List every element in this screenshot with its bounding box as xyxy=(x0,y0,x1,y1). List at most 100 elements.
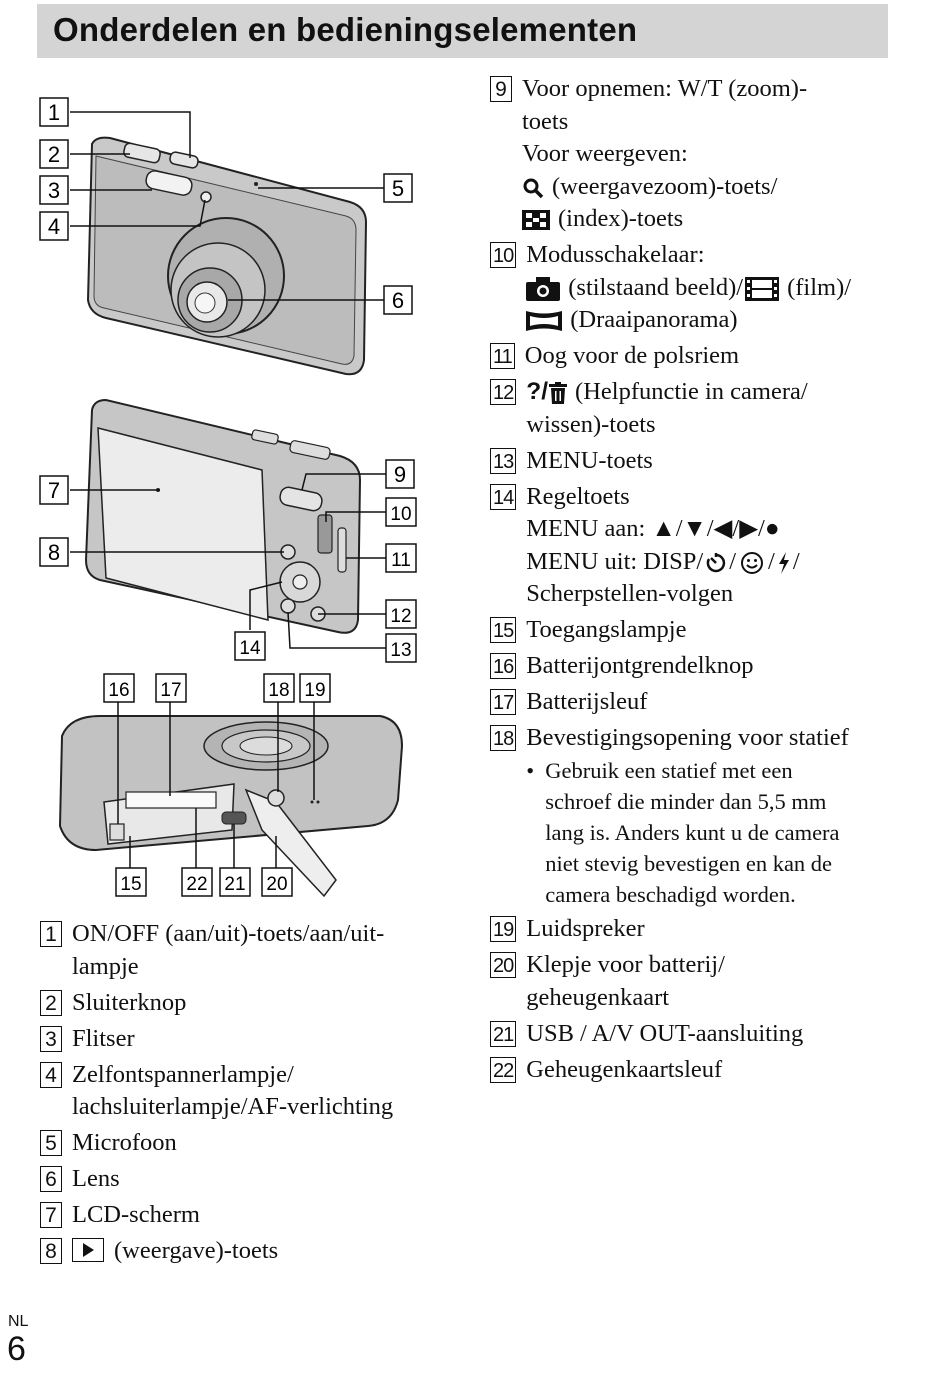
item-number: 11 xyxy=(490,343,515,369)
callout-12: 12 xyxy=(385,599,417,629)
svg-text:14: 14 xyxy=(239,638,261,659)
callout-9: 9 xyxy=(385,459,415,489)
item-number: 5 xyxy=(40,1130,62,1156)
callout-5: 5 xyxy=(383,173,413,203)
list-item-15: 15 Toegangslampje xyxy=(490,614,910,647)
camera-back-view xyxy=(84,398,362,634)
svg-text:22: 22 xyxy=(186,874,207,895)
svg-text:1: 1 xyxy=(48,100,60,125)
svg-text:17: 17 xyxy=(160,680,181,701)
callout-7: 7 xyxy=(39,475,69,505)
svg-text:2: 2 xyxy=(48,142,60,167)
callout-6: 6 xyxy=(383,285,413,315)
self-timer-icon xyxy=(706,552,726,573)
item-number: 9 xyxy=(490,76,512,102)
svg-text:18: 18 xyxy=(268,680,289,701)
camera-front-view xyxy=(86,136,368,376)
list-item-18: 18 Bevestigingsopening voor statief Gebr… xyxy=(490,722,910,910)
callout-19: 19 xyxy=(299,673,331,703)
svg-text:4: 4 xyxy=(48,214,60,239)
item-number: 3 xyxy=(40,1025,62,1052)
item-number: 18 xyxy=(490,725,517,751)
film-icon xyxy=(745,276,780,301)
svg-text:10: 10 xyxy=(390,504,411,525)
callout-11: 11 xyxy=(385,543,417,573)
play-button-icon xyxy=(72,1238,104,1263)
svg-text:19: 19 xyxy=(304,680,325,701)
callout-20: 20 xyxy=(261,867,293,897)
svg-text:3: 3 xyxy=(48,178,60,203)
camera-diagram: 1 2 3 4 5 6 7 8 9 10 11 12 13 14 15 16 1… xyxy=(39,97,417,898)
svg-text:12: 12 xyxy=(390,606,411,627)
callout-4: 4 xyxy=(39,211,69,241)
svg-text:6: 6 xyxy=(392,288,404,313)
smile-icon xyxy=(741,551,764,574)
svg-text:13: 13 xyxy=(390,640,411,661)
callout-2: 2 xyxy=(39,139,69,169)
item-number: 20 xyxy=(490,952,517,978)
index-grid-icon xyxy=(522,210,550,231)
list-item-10: 10 Modusschakelaar: (stilstaand beeld)/(… xyxy=(490,239,910,337)
camera-icon xyxy=(526,276,561,301)
callout-13: 13 xyxy=(385,633,417,663)
parts-list-right: 9 Voor opnemen: W/T (zoom)- toets Voor w… xyxy=(490,73,910,1090)
language-code: NL xyxy=(8,1313,29,1330)
callout-boxes: 1 2 3 4 5 6 7 8 9 10 11 12 13 14 15 16 1… xyxy=(39,97,417,897)
callout-3: 3 xyxy=(39,175,69,205)
list-item-14: 14 Regeltoets MENU aan: ▲/▼/◀/▶/● MENU u… xyxy=(490,481,910,611)
item-number: 10 xyxy=(490,242,517,268)
list-item-21: 21 USB / A/V OUT-aansluiting xyxy=(490,1018,910,1051)
item-number: 16 xyxy=(490,653,517,679)
magnifier-icon xyxy=(523,178,544,199)
flash-icon xyxy=(778,551,789,574)
item-number: 7 xyxy=(40,1202,62,1228)
trash-icon xyxy=(549,382,568,405)
camera-bottom-view xyxy=(58,715,404,898)
section-header: Onderdelen en bedieningselementen xyxy=(37,4,888,58)
list-item-9: 9 Voor opnemen: W/T (zoom)- toets Voor w… xyxy=(490,73,910,236)
list-item-19: 19 Luidspreker xyxy=(490,913,910,946)
callout-14: 14 xyxy=(234,631,266,661)
page-title: Onderdelen en bedieningselementen xyxy=(53,11,638,48)
svg-text:16: 16 xyxy=(108,680,129,701)
list-item-17: 17 Batterijsleuf xyxy=(490,686,910,719)
callout-21: 21 xyxy=(219,867,251,897)
svg-text:8: 8 xyxy=(48,540,60,565)
list-item-8: 8(weergave)-toets xyxy=(40,1235,450,1268)
callout-8: 8 xyxy=(39,537,69,567)
item-number: 2 xyxy=(40,989,62,1016)
item-number: 1 xyxy=(40,921,62,947)
callout-18: 18 xyxy=(263,673,295,703)
list-item-12: 12 ?/(Helpfunctie in camera/ wissen)-toe… xyxy=(490,376,910,441)
item-number: 13 xyxy=(490,447,517,474)
list-item-13: 13 MENU-toets xyxy=(490,445,910,478)
list-item-22: 22 Geheugenkaartsleuf xyxy=(490,1054,910,1087)
item-number: 21 xyxy=(490,1020,517,1047)
item-number: 8 xyxy=(40,1238,62,1264)
item-number: 12 xyxy=(490,379,517,405)
list-item-20: 20 Klepje voor batterij/ geheugenkaart xyxy=(490,949,910,1014)
item-number: 6 xyxy=(40,1166,62,1192)
note-bullet: Gebruik een statief met een schroef die … xyxy=(526,755,910,910)
callout-10: 10 xyxy=(385,497,417,527)
callout-22: 22 xyxy=(181,867,213,897)
item-number: 15 xyxy=(490,617,517,643)
svg-text:20: 20 xyxy=(266,874,287,895)
callout-16: 16 xyxy=(103,673,135,703)
svg-text:15: 15 xyxy=(120,874,141,895)
svg-text:21: 21 xyxy=(224,874,245,895)
leader-lines xyxy=(70,111,386,868)
page-number: 6 xyxy=(7,1330,26,1368)
list-item-16: 16 Batterijontgrendelknop xyxy=(490,650,910,683)
callout-15: 15 xyxy=(115,867,147,897)
item-number: 17 xyxy=(490,689,517,715)
callout-17: 17 xyxy=(155,673,187,703)
svg-text:11: 11 xyxy=(391,550,411,571)
